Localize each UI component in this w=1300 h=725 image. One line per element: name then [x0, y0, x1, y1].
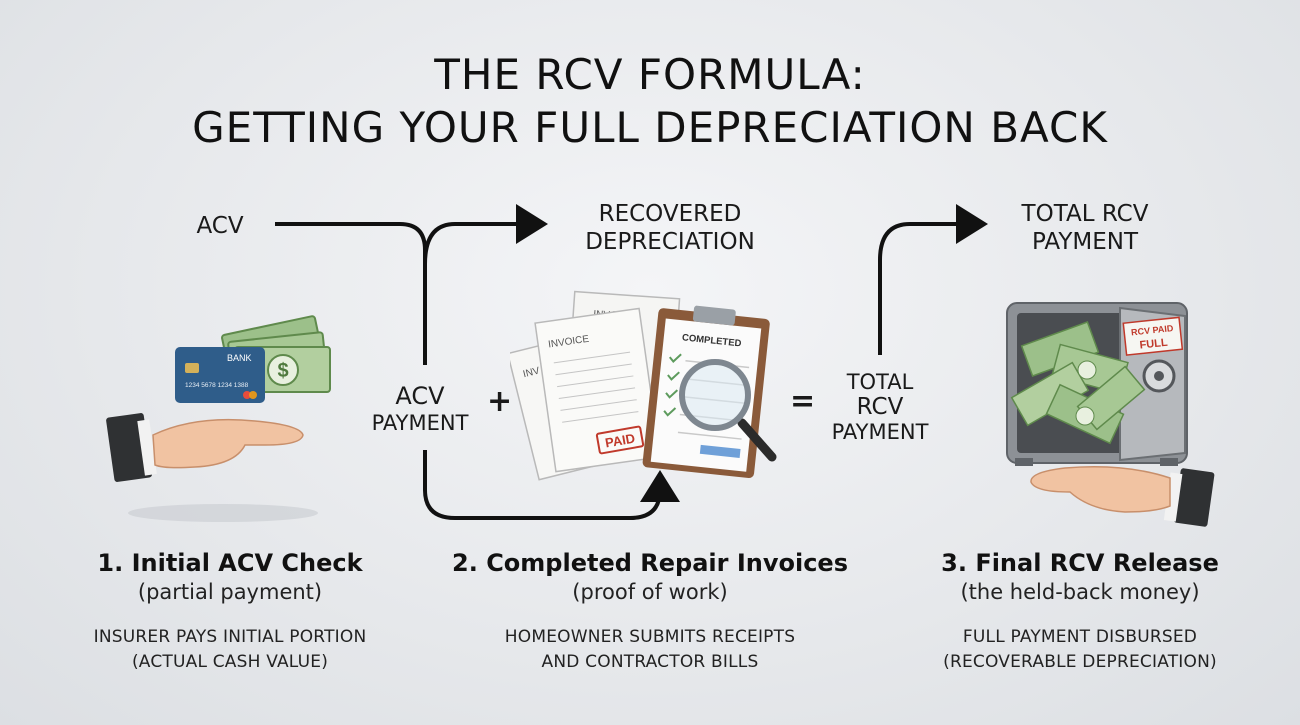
svg-text:FULL: FULL — [1139, 337, 1168, 352]
receiving-hand-icon — [1030, 466, 1215, 527]
total-rcv-mid-line-1: TOTAL — [846, 370, 914, 394]
acv-check-illustration: $ BANK 1234 5678 1234 1388 — [106, 315, 331, 522]
svg-text:RCV PAID: RCV PAID — [1131, 323, 1175, 337]
step-2-title: 2. Completed Repair Invoices — [452, 549, 848, 577]
svg-text:1234 5678 1234 1388: 1234 5678 1234 1388 — [185, 382, 249, 389]
magnifying-glass-icon — [679, 359, 777, 462]
step-3-subtitle: (the held-back money) — [960, 580, 1200, 604]
svg-text:$: $ — [277, 360, 288, 382]
rcv-paid-note-icon: RCV PAID FULL — [1122, 316, 1184, 356]
total-rcv-mid-line-2: RCV — [856, 394, 904, 420]
step-1-subtitle: (partial payment) — [137, 580, 323, 604]
total-rcv-payment-top-line-2: PAYMENT — [1031, 229, 1139, 255]
acv-payment-label-line-1: ACV — [395, 382, 445, 410]
step-1-desc-line-1: INSURER PAYS INITIAL PORTION — [93, 627, 367, 647]
step-1-desc-line-2: (ACTUAL CASH VALUE) — [131, 652, 329, 672]
equals-operator: = — [790, 384, 816, 419]
step-3-desc-line-1: FULL PAYMENT DISBURSED — [962, 627, 1198, 647]
paid-stamp-icon: PAID — [595, 425, 645, 455]
acv-payment-label-line-2: PAYMENT — [371, 411, 469, 435]
plus-operator: + — [487, 384, 513, 419]
step-2-desc-line-2: AND CONTRACTOR BILLS — [541, 652, 759, 672]
page-title-line-2: GETTING YOUR FULL DEPRECIATION BACK — [192, 103, 1108, 152]
money-pile-icon — [1010, 321, 1146, 445]
recovered-depreciation-label-line-1: RECOVERED — [598, 201, 742, 227]
svg-text:BANK: BANK — [227, 353, 252, 363]
step-1-title: 1. Initial ACV Check — [97, 549, 363, 577]
acv-to-recovered-arrow — [275, 204, 548, 265]
svg-text:PAID: PAID — [604, 430, 636, 450]
recovered-depreciation-label-line-2: DEPRECIATION — [585, 229, 755, 255]
total-to-final-arrow — [878, 204, 988, 355]
repair-invoices-illustration: INVOICE INV INVOICE PAID COMPLETED — [510, 290, 777, 481]
invoice-stack-icon: INVOICE INV INVOICE PAID — [510, 290, 681, 481]
total-rcv-payment-top-line-1: TOTAL RCV — [1021, 201, 1149, 227]
giving-hand-icon — [106, 413, 304, 482]
acv-payment-to-invoices-arrow — [423, 450, 680, 520]
acv-label: ACV — [196, 213, 244, 239]
step-3-desc-line-2: (RECOVERABLE DEPRECIATION) — [943, 652, 1217, 672]
svg-text:INV: INV — [522, 365, 541, 380]
page-title-line-1: THE RCV FORMULA: — [434, 50, 866, 99]
step-2-subtitle: (proof of work) — [572, 580, 728, 604]
step-2-desc-line-1: HOMEOWNER SUBMITS RECEIPTS — [504, 627, 796, 647]
step-3-title: 3. Final RCV Release — [941, 549, 1219, 577]
final-rcv-illustration: RCV PAID FULL — [1006, 302, 1215, 527]
total-rcv-mid-line-3: PAYMENT — [831, 420, 929, 444]
credit-card-icon: BANK 1234 5678 1234 1388 — [175, 347, 265, 403]
